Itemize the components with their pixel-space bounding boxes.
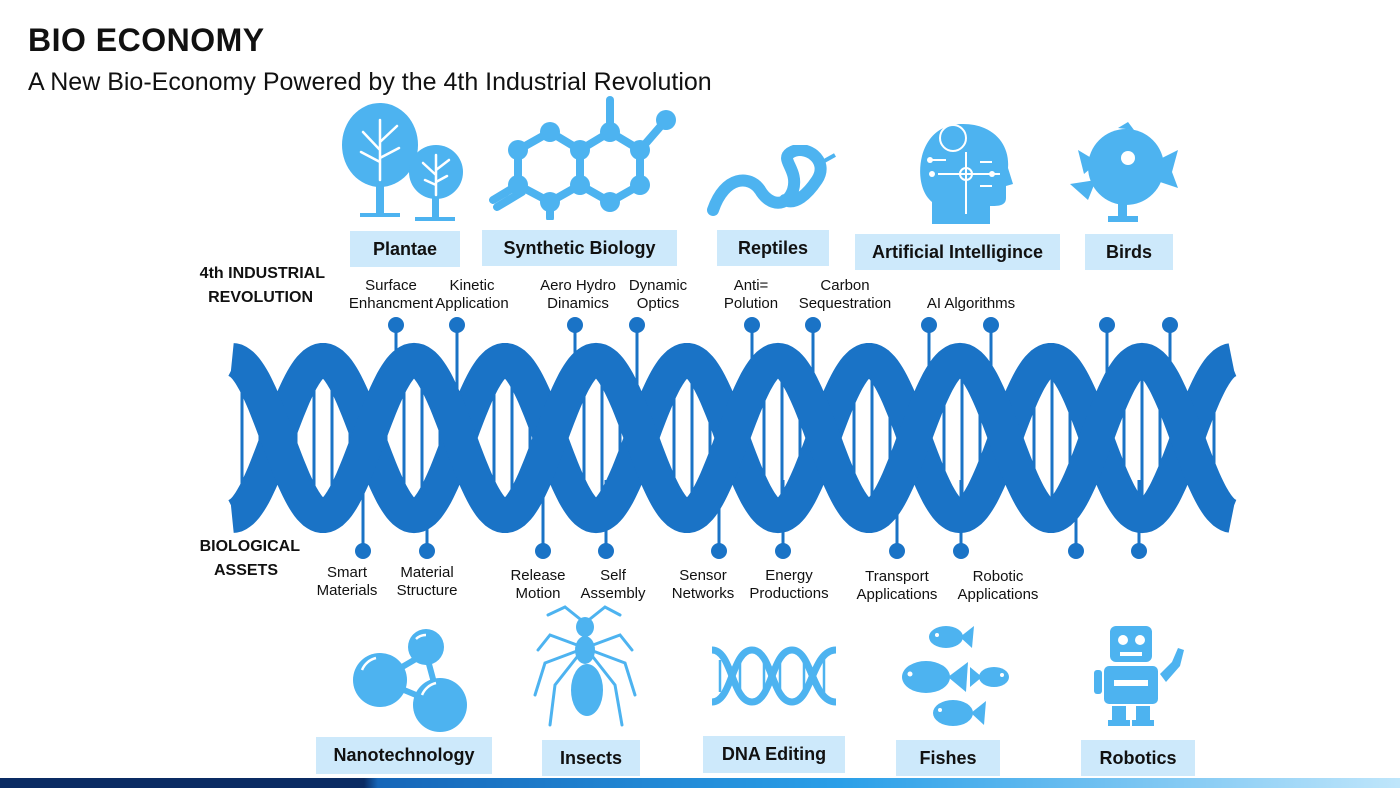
- label-line: Productions: [749, 585, 829, 602]
- bottom-pin-node: [355, 543, 371, 559]
- dna-icon: [711, 646, 837, 706]
- top-pin-node: [1099, 317, 1115, 333]
- bottom-pin-node: [711, 543, 727, 559]
- footer-accent-bar: [0, 778, 1400, 788]
- top-pin-node: [805, 317, 821, 333]
- category-robotics: Robotics: [1081, 740, 1195, 776]
- bottom-pin-node: [1068, 543, 1084, 559]
- category-birds: Birds: [1085, 234, 1173, 270]
- bottom-pin-node: [1131, 543, 1147, 559]
- bottom-pin-node: [598, 543, 614, 559]
- category-artificial-intelligence: Artificial Intelligince: [855, 234, 1060, 270]
- category-plantae: Plantae: [350, 231, 460, 267]
- label-line: Material: [400, 564, 454, 581]
- nano-molecule-icon: [353, 629, 467, 732]
- top-pin-node: [921, 317, 937, 333]
- top-pin-node: [388, 317, 404, 333]
- bottom-pin-node: [419, 543, 435, 559]
- ai-head-icon: [920, 124, 1013, 224]
- label-line: AI Algorithms: [926, 295, 1016, 312]
- label-line: Enhancment: [348, 295, 434, 312]
- top-pin-node: [567, 317, 583, 333]
- label-line: Optics: [636, 295, 680, 312]
- label-line: Smart: [326, 564, 368, 581]
- label-line: Polution: [723, 295, 779, 312]
- category-fishes: Fishes: [896, 740, 1000, 776]
- side-label-line: ASSETS: [213, 562, 278, 579]
- top-pin-node: [983, 317, 999, 333]
- label-line: Carbon: [820, 277, 870, 294]
- label-line: Sensor: [679, 567, 727, 584]
- label-line: Motion: [515, 585, 561, 602]
- label-line: Transport: [865, 568, 929, 585]
- label-line: Dinamics: [547, 295, 609, 312]
- label-line: Kinetic: [449, 277, 495, 294]
- label-line: Sequestration: [798, 295, 892, 312]
- bottom-pin-node: [953, 543, 969, 559]
- trees-icon: [342, 103, 463, 221]
- category-reptiles: Reptiles: [717, 230, 829, 266]
- fishes-icon: [902, 626, 1009, 726]
- label-line: Release: [510, 567, 566, 584]
- category-synthetic-biology: Synthetic Biology: [482, 230, 677, 266]
- label-line: Materials: [316, 582, 378, 599]
- snake-icon: [707, 145, 836, 216]
- top-item-label: Anti=Polution: [724, 277, 778, 313]
- side-label-line: BIOLOGICAL: [199, 538, 300, 555]
- bottom-pin-node: [535, 543, 551, 559]
- label-line: Aero Hydro: [540, 277, 616, 294]
- bottom-pin-node: [889, 543, 905, 559]
- side-label-line: 4th INDUSTRIAL: [199, 265, 325, 282]
- top-pin-node: [449, 317, 465, 333]
- molecule-icon: [489, 96, 676, 220]
- side-label-industrial-revolution: 4th INDUSTRIAL REVOLUTION: [170, 262, 325, 310]
- label-line: Networks: [671, 585, 735, 602]
- category-nanotechnology: Nanotechnology: [316, 737, 492, 774]
- top-pin-node: [629, 317, 645, 333]
- label-line: Self: [600, 567, 626, 584]
- page-subtitle: A New Bio-Economy Powered by the 4th Ind…: [28, 68, 712, 96]
- label-line: Anti=: [733, 277, 769, 294]
- side-label-line: REVOLUTION: [208, 289, 313, 306]
- category-insects: Insects: [542, 740, 640, 776]
- label-line: Assembly: [580, 585, 646, 602]
- ant-icon: [533, 605, 637, 727]
- label-line: Applications: [957, 586, 1039, 603]
- top-pin-node: [1162, 317, 1178, 333]
- label-line: Robotic: [972, 568, 1024, 585]
- category-dna-editing: DNA Editing: [703, 736, 845, 773]
- top-pin-node: [744, 317, 760, 333]
- bird-icon: [1070, 122, 1178, 222]
- label-line: Application: [435, 295, 509, 312]
- dna-strand-b: [228, 342, 1237, 533]
- label-line: Surface: [365, 277, 417, 294]
- bottom-pin-node: [775, 543, 791, 559]
- side-label-biological-assets: BIOLOGICAL ASSETS: [170, 535, 300, 583]
- label-line: Structure: [396, 582, 458, 599]
- page-title: BIO ECONOMY: [28, 22, 265, 58]
- label-line: Applications: [856, 586, 938, 603]
- top-item-label: AI Algorithms: [927, 295, 1015, 313]
- label-line: Energy: [765, 567, 813, 584]
- robot-icon: [1094, 626, 1184, 726]
- label-line: Dynamic: [628, 277, 688, 294]
